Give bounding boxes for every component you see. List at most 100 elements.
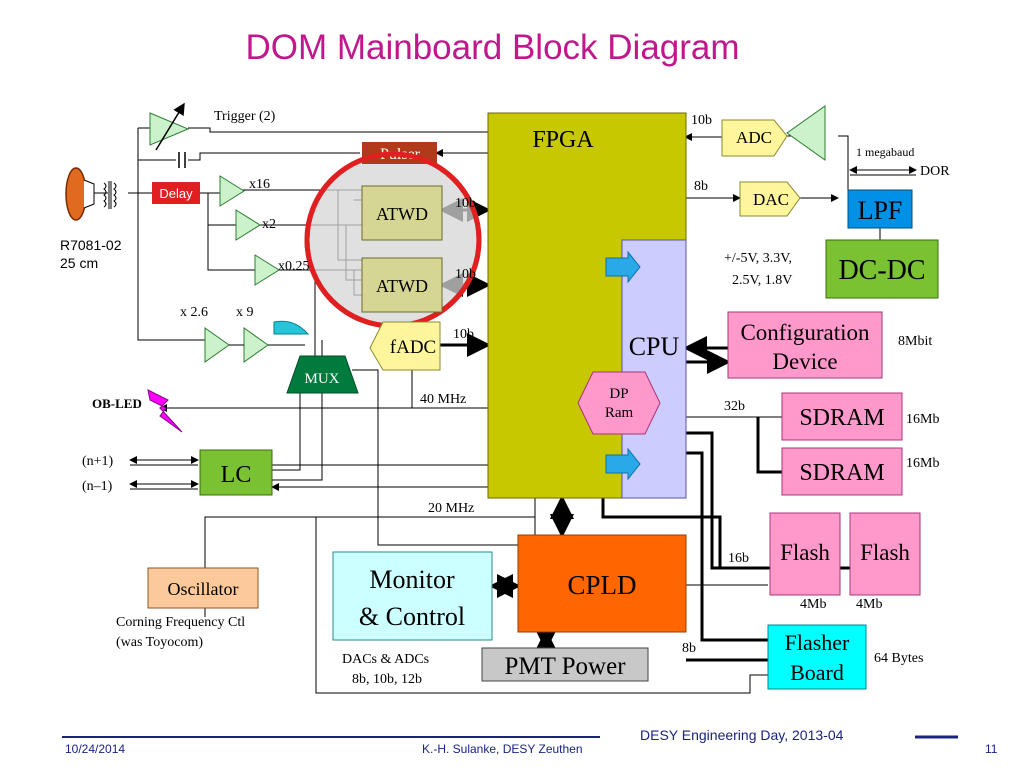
sdram-size-label-2: 16Mb bbox=[906, 456, 939, 471]
gain-x2-label: x2 bbox=[262, 217, 276, 232]
data-buses bbox=[439, 198, 782, 662]
oscillator-note-2: (was Toyocom) bbox=[116, 635, 203, 650]
lc-n-plus-label: (n+1) bbox=[82, 454, 114, 469]
capacitor-icon bbox=[178, 152, 186, 168]
footer-author: K.-H. Sulanke, DESY Zeuthen bbox=[422, 742, 583, 756]
amplifier-x2-icon bbox=[235, 209, 261, 241]
oscillator-note-1: Corning Frequency Ctl bbox=[116, 615, 245, 630]
atwd-bottom-block bbox=[361, 257, 443, 313]
pmt-power-label: PMT Power bbox=[504, 653, 626, 680]
flash-left-block bbox=[769, 512, 841, 596]
flasher-label-1: Flasher bbox=[785, 630, 850, 655]
dcdc-label: DC-DC bbox=[838, 255, 925, 286]
flasher-board-block bbox=[767, 624, 867, 690]
lc-label: LC bbox=[221, 462, 252, 488]
mux-label: MUX bbox=[304, 371, 339, 387]
bus-16b-label: 16b bbox=[728, 551, 749, 566]
adc-label: ADC bbox=[736, 128, 772, 147]
fadc-label: fADC bbox=[390, 337, 436, 358]
atwd-top-label: ATWD bbox=[376, 204, 428, 224]
fadc-block bbox=[369, 321, 441, 371]
configuration-device-block bbox=[727, 311, 883, 379]
monitor-control-block bbox=[332, 551, 493, 641]
oscillator-label: Oscillator bbox=[168, 579, 239, 599]
freq-40mhz-label: 40 MHz bbox=[420, 392, 466, 407]
pmt-icon bbox=[65, 167, 117, 221]
trigger-label: Trigger (2) bbox=[214, 109, 276, 124]
gain-x26-label: x 2.6 bbox=[180, 305, 208, 320]
voltages-label-1: +/-5V, 3.3V, bbox=[724, 251, 792, 266]
sdram-top-block bbox=[781, 392, 903, 441]
ob-led-label: OB-LED bbox=[92, 396, 142, 411]
flash-size-label-1: 4Mb bbox=[800, 597, 826, 612]
cpld-block bbox=[517, 534, 687, 633]
dp-ram-label-2: Ram bbox=[605, 405, 634, 421]
fpga-label: FPGA bbox=[532, 127, 594, 153]
footer-event: DESY Engineering Day, 2013-04 bbox=[640, 727, 844, 743]
dcdc-block bbox=[825, 239, 939, 299]
dacs-adcs-label-1: DACs & ADCs bbox=[342, 652, 429, 667]
amplifier-x16-icon bbox=[219, 175, 245, 207]
lc-n-minus-label: (n–1) bbox=[82, 479, 113, 494]
footer-page-number: 11 bbox=[985, 742, 998, 756]
trigger-amplifier-icon bbox=[149, 102, 190, 151]
flash-right-block bbox=[849, 512, 921, 596]
cpu-label: CPU bbox=[629, 332, 680, 361]
flasher-bytes-label: 64 Bytes bbox=[874, 651, 923, 666]
bus-32b-label: 32b bbox=[724, 399, 745, 414]
amplifier-x26-icon bbox=[204, 327, 230, 363]
amplifier-x025-icon bbox=[254, 254, 280, 286]
delay-label: Delay bbox=[159, 186, 193, 201]
flash-right-label: Flash bbox=[860, 540, 910, 565]
ob-led-icon bbox=[147, 389, 183, 433]
flash-left-label: Flash bbox=[780, 540, 830, 565]
voltages-label-2: 2.5V, 1.8V bbox=[732, 273, 792, 288]
delay-block bbox=[152, 182, 200, 204]
sdram-bottom-block bbox=[781, 447, 903, 496]
dac-block bbox=[739, 181, 801, 217]
lc-block bbox=[199, 449, 273, 496]
mux-block bbox=[286, 355, 359, 394]
dor-label: DOR bbox=[920, 164, 950, 179]
atwd-bottom-label: ATWD bbox=[376, 276, 428, 296]
page-title: DOM Mainboard Block Diagram bbox=[245, 28, 740, 67]
lc-link-arrows bbox=[129, 456, 199, 490]
bus-10b-atwd2-label: 10b bbox=[455, 267, 476, 282]
gain-x025-label: x0.25 bbox=[278, 259, 310, 274]
sdram-top-label: SDRAM bbox=[799, 405, 884, 431]
flash-size-label-2: 4Mb bbox=[856, 597, 882, 612]
bus-10b-fadc-label: 10b bbox=[453, 327, 474, 342]
monitor-label-1: Monitor bbox=[369, 565, 455, 594]
cpld-label: CPLD bbox=[567, 570, 636, 600]
dacs-adcs-label-2: 8b, 10b, 12b bbox=[352, 672, 422, 687]
lpf-block bbox=[847, 189, 913, 229]
flasher-label-2: Board bbox=[790, 660, 844, 685]
dp-ram-label-1: DP bbox=[609, 386, 628, 402]
amplifier-x9-icon bbox=[243, 327, 269, 363]
pmt-power-block bbox=[481, 647, 649, 682]
gain-x16-label: x16 bbox=[249, 177, 270, 192]
lpf-label: LPF bbox=[858, 196, 903, 225]
cpu-arrow-bottom-icon bbox=[605, 447, 641, 481]
bus-8b-flasher-label: 8b bbox=[682, 641, 696, 656]
gain-x9-label: x 9 bbox=[236, 305, 254, 320]
pmt-size-label: 25 cm bbox=[60, 255, 98, 271]
config-size-label: 8Mbit bbox=[898, 334, 932, 349]
bus-8b-dac-label: 8b bbox=[694, 179, 708, 194]
configuration-label-1: Configuration bbox=[740, 320, 870, 345]
baud-label: 1 megabaud bbox=[856, 145, 914, 159]
pmt-model-label: R7081-02 bbox=[60, 237, 122, 253]
dac-label: DAC bbox=[753, 190, 789, 209]
sdram-bottom-label: SDRAM bbox=[799, 460, 884, 486]
bus-10b-adc-label: 10b bbox=[691, 113, 712, 128]
adc-block bbox=[721, 119, 788, 157]
monitor-label-2: & Control bbox=[359, 602, 465, 631]
cpu-arrow-top-icon bbox=[605, 250, 641, 284]
bus-10b-atwd1-label: 10b bbox=[455, 196, 476, 211]
adc-input-amplifier-icon bbox=[786, 105, 826, 161]
configuration-label-2: Device bbox=[772, 349, 837, 374]
oscillator-block bbox=[147, 567, 259, 609]
sdram-size-label-1: 16Mb bbox=[906, 412, 939, 427]
atwd-top-block bbox=[361, 185, 443, 241]
